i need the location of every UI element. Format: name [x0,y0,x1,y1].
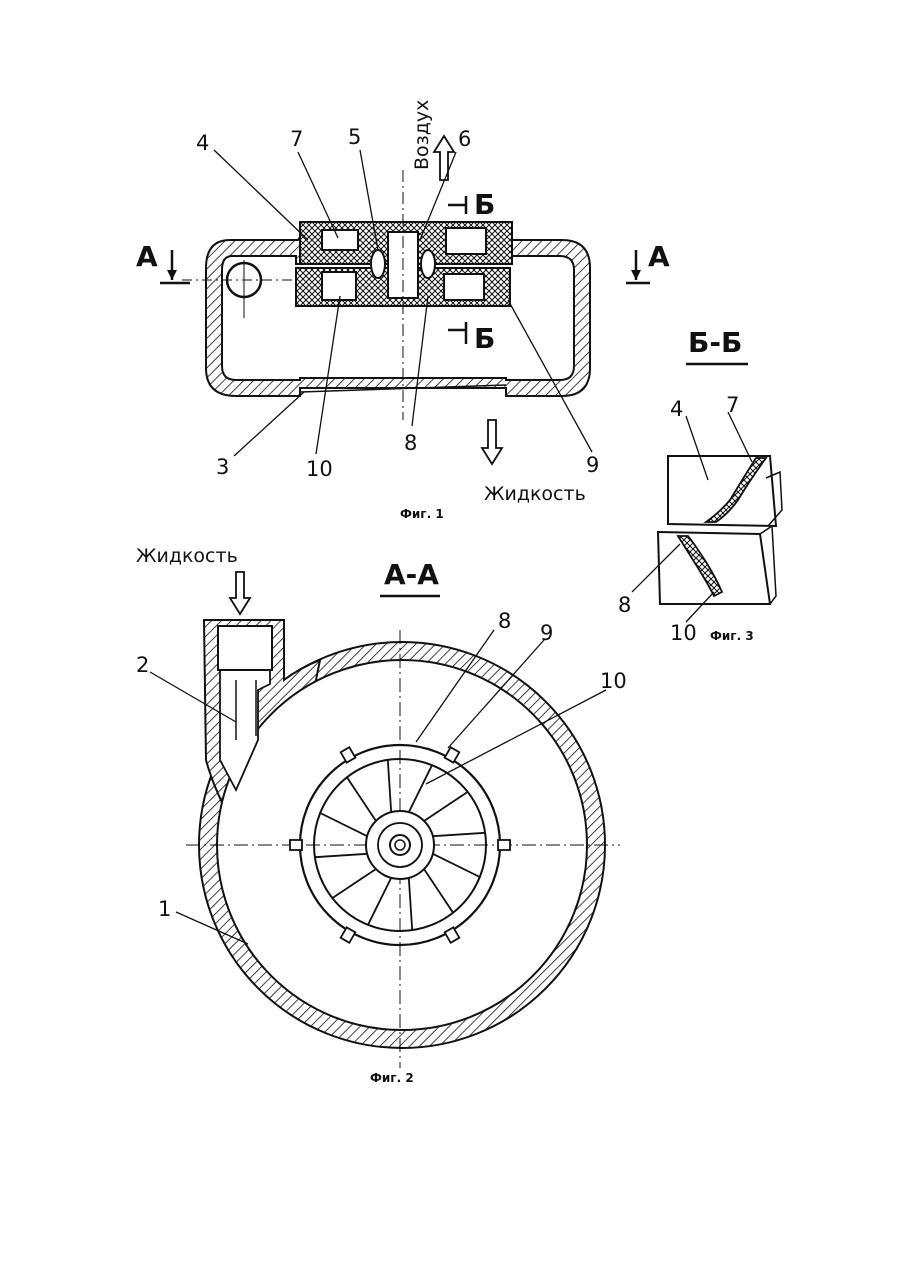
air-label: Воздух [411,100,433,170]
callout-9: 9 [586,453,599,477]
section-b-top: Б [474,188,495,221]
liquid-arrow [482,420,502,464]
callout-8: 8 [404,431,417,455]
fig3-callout-7: 7 [726,393,739,417]
inlet-arrow [230,572,250,614]
caption-fig2: Фиг. 2 [370,1071,414,1085]
liquid-label-fig2: Жидкость [136,545,238,567]
fig2-callout-9: 9 [540,621,553,645]
title-fig2: А-А [384,558,439,591]
callout-6: 6 [458,127,471,151]
figure-1: Воздух Жидкость А А Б Б 4 7 5 6 3 [136,100,670,521]
callout-4: 4 [196,131,209,155]
figure-3: Б-Б 4 7 8 10 Фиг. 3 [618,326,782,645]
fig3-callout-8: 8 [618,593,631,617]
fig2-callout-8: 8 [498,609,511,633]
fig2-callout-10: 10 [600,669,627,693]
callout-3: 3 [216,455,229,479]
section-b-bottom: Б [474,322,495,355]
callout-7: 7 [290,127,303,151]
rotor-lug [498,840,510,850]
callout-5: 5 [348,125,361,149]
section-a-right: А [648,240,670,273]
fig2-callout-2: 2 [136,653,149,677]
caption-fig3: Фиг. 3 [710,629,754,643]
air-arrow [434,136,454,180]
liquid-label-fig1: Жидкость [484,483,586,505]
fig2-callout-1: 1 [158,897,171,921]
callout-10: 10 [306,457,333,481]
fig3-callout-10: 10 [670,621,697,645]
fig3-callout-4: 4 [670,397,683,421]
rotor-lug [290,840,302,850]
title-fig3: Б-Б [688,326,742,359]
figure-2: Жидкость А-А 2 [136,545,627,1085]
section-a-left: А [136,240,158,273]
caption-fig1: Фиг. 1 [400,507,444,521]
